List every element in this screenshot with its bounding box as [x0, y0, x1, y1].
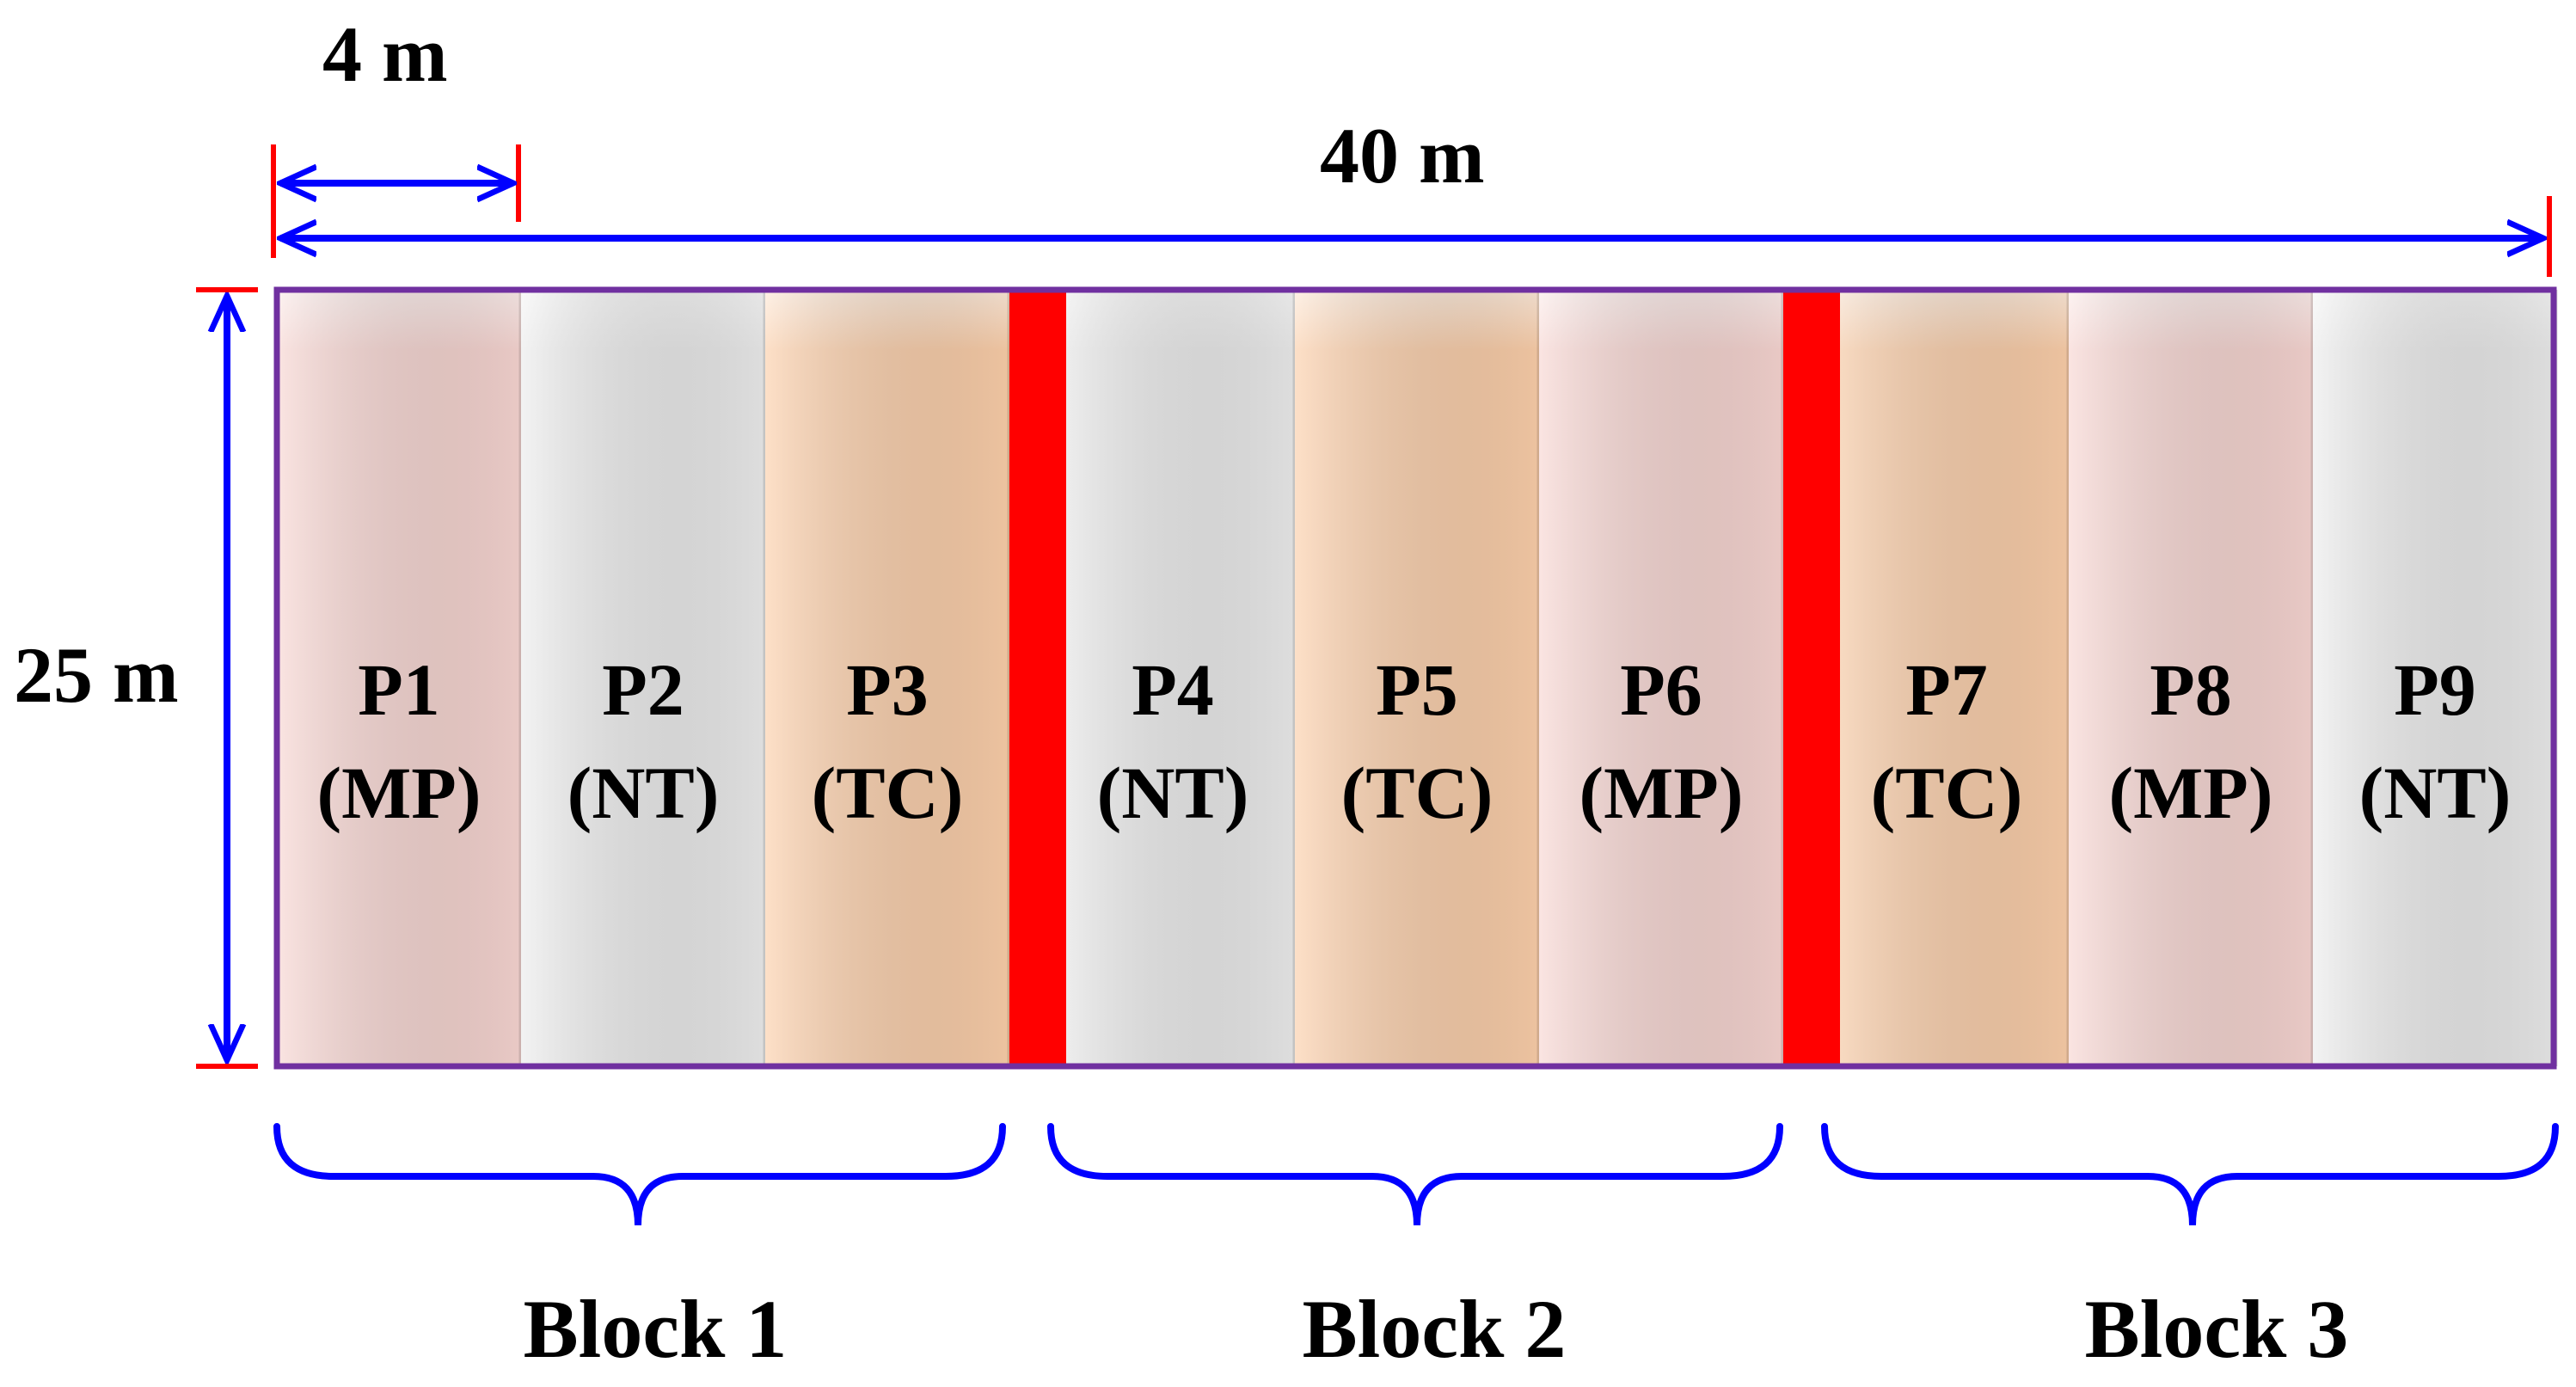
- plot-treatment: (NT): [567, 752, 720, 834]
- plot-bevel-side: [2313, 290, 2557, 1066]
- block-separator-2: [1783, 290, 1840, 1066]
- plot-width-label: 4 m: [322, 10, 448, 98]
- plot-treatment: (NT): [2358, 752, 2512, 834]
- plot-p7: [1825, 290, 2070, 1066]
- plot-treatment: (MP): [2108, 752, 2273, 834]
- plot-p5: [1295, 290, 1540, 1066]
- plot-label-p8: P8 (MP): [2069, 638, 2313, 844]
- plot-id: P5: [1376, 648, 1458, 731]
- plot-label-p2: P2 (NT): [521, 638, 765, 844]
- plot-id: P7: [1905, 648, 1988, 731]
- field-outline: [273, 286, 2557, 1070]
- plot-treatment: (NT): [1096, 752, 1249, 834]
- plot-id: P1: [358, 648, 440, 731]
- block-brace-2: [1047, 1123, 1783, 1226]
- height-label: 25 m: [14, 631, 179, 719]
- plot-bevel-side: [1295, 290, 1539, 1066]
- plot-id: P8: [2150, 648, 2232, 731]
- plot-label-p3: P3 (TC): [765, 638, 1009, 844]
- plot-label-p7: P7 (TC): [1825, 638, 2069, 844]
- plot-p3: [765, 290, 1010, 1066]
- plot-p9: [2313, 290, 2558, 1066]
- plot-treatment: (MP): [1579, 752, 1744, 834]
- plot-bevel-side: [1825, 290, 2069, 1066]
- plot-label-p9: P9 (NT): [2313, 638, 2557, 844]
- plot-bevel-side: [277, 290, 521, 1066]
- plot-id: P6: [1620, 648, 1702, 731]
- plot-bevel-side: [765, 290, 1009, 1066]
- plot-treatment: (MP): [316, 752, 481, 834]
- plot-treatment: (TC): [811, 752, 964, 834]
- plot-bevel-side: [2069, 290, 2313, 1066]
- plot-p4: [1051, 290, 1296, 1066]
- plot-treatment: (TC): [1340, 752, 1493, 834]
- plot-p6: [1539, 290, 1784, 1066]
- plot-treatment: (TC): [1870, 752, 2023, 834]
- plot-id: P2: [602, 648, 684, 731]
- plots-layer: [277, 290, 2558, 1066]
- block-brace-1: [273, 1123, 1006, 1226]
- block-separator-1: [1009, 290, 1066, 1066]
- plot-p1: [277, 290, 522, 1066]
- block-brace-3: [1821, 1123, 2559, 1226]
- plot-id: P9: [2394, 648, 2476, 731]
- plot-p2: [521, 290, 766, 1066]
- plot-label-p6: P6 (MP): [1539, 638, 1783, 844]
- plot-bevel-side: [1051, 290, 1295, 1066]
- plot-id: P3: [846, 648, 929, 731]
- plot-p8: [2069, 290, 2314, 1066]
- block-label-3: Block 3: [2084, 1283, 2349, 1375]
- plot-label-p1: P1 (MP): [277, 638, 521, 844]
- plot-id: P4: [1132, 648, 1214, 731]
- block-separators: [1009, 290, 1840, 1066]
- total-width-label: 40 m: [1320, 112, 1485, 199]
- block-label-2: Block 2: [1302, 1283, 1567, 1375]
- block-label-1: Block 1: [523, 1283, 788, 1375]
- plot-bevel-side: [1539, 290, 1783, 1066]
- plot-bevel-side: [521, 290, 765, 1066]
- plot-label-p5: P5 (TC): [1295, 638, 1539, 844]
- plot-label-p4: P4 (NT): [1051, 638, 1295, 844]
